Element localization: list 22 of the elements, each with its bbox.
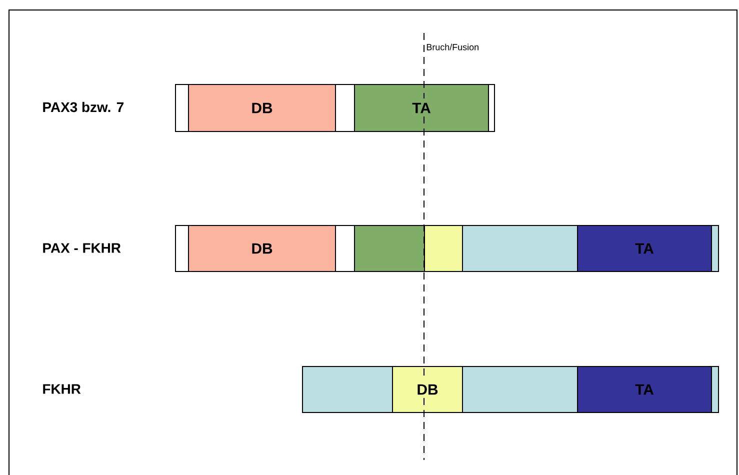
segment: [175, 84, 189, 132]
segment: [354, 225, 425, 272]
row-label: PAX - FKHR: [43, 243, 121, 253]
segment: [462, 225, 578, 272]
segment: [488, 84, 495, 132]
domain-segment: TA: [354, 84, 489, 132]
segment: [335, 84, 355, 132]
segment: [711, 366, 719, 413]
row-label: PAX3 bzw. 7: [43, 102, 124, 112]
domain-segment: DB: [392, 366, 463, 413]
segment: [335, 225, 355, 272]
breakpoint-label: Bruch/Fusion: [426, 44, 478, 50]
domain-segment: TA: [577, 225, 712, 272]
segment: [302, 366, 393, 413]
segment: [462, 366, 578, 413]
row-label: FKHR: [43, 384, 81, 394]
domain-segment: DB: [188, 225, 336, 272]
domain-segment: DB: [188, 84, 336, 132]
segment: [424, 225, 463, 272]
segment: [175, 225, 189, 272]
segment: [711, 225, 719, 272]
domain-segment: TA: [577, 366, 712, 413]
